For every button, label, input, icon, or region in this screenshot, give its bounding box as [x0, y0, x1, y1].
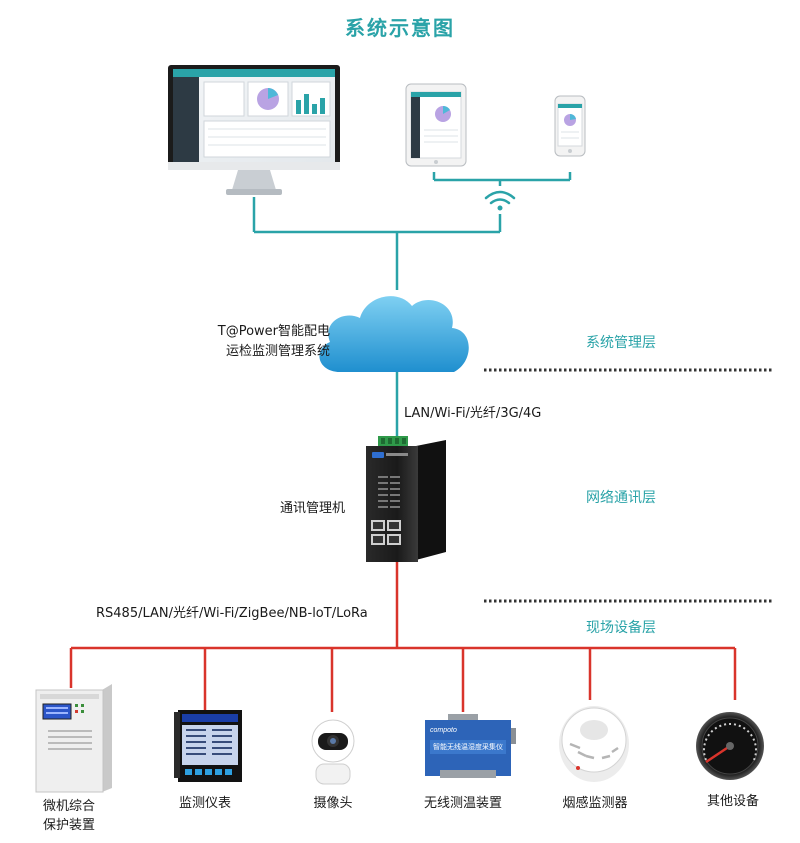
- downlink-protocols-label: RS485/LAN/光纤/Wi-Fi/ZigBee/NB-loT/LoRa: [96, 606, 368, 621]
- device-label: 微机综合: [42, 799, 95, 814]
- phone-icon: [554, 95, 586, 157]
- smoke-detector-icon: [559, 706, 629, 782]
- device-label: 监测仪表: [178, 796, 231, 811]
- wifi-icon: [484, 190, 516, 211]
- meter-icon: [174, 710, 242, 782]
- monitor-icon: [168, 65, 340, 195]
- cloud-label-line1: T@Power智能配电: [217, 324, 330, 339]
- gateway-label: 通讯管理机: [280, 501, 346, 516]
- device-label: 摄像头: [313, 796, 353, 811]
- layer-label-field: 现场设备层: [586, 620, 656, 636]
- wireless-temp-collector-icon: [425, 714, 516, 778]
- layer-label-management: 系统管理层: [586, 335, 656, 351]
- sensor-brand-text: compoto: [430, 727, 457, 734]
- layer-separators: [484, 368, 773, 603]
- device-label: 烟感监测器: [562, 796, 628, 811]
- device-label: 其他设备: [706, 794, 759, 809]
- device-label: 保护装置: [42, 818, 95, 833]
- field-bus-lines: [69, 562, 737, 712]
- layer-label-network: 网络通讯层: [586, 490, 656, 506]
- cloud-icon: [319, 296, 469, 372]
- protection-unit-icon: [35, 684, 112, 793]
- top-connections: [252, 172, 572, 290]
- uplink-protocols-label: LAN/Wi-Fi/光纤/3G/4G: [404, 406, 542, 421]
- gateway-device-icon: [366, 436, 446, 562]
- cloud-label-line2: 运检监测管理系统: [225, 344, 330, 359]
- device-label: 无线测温装置: [423, 796, 502, 811]
- sensor-title-text: 智能无线温湿度采集仪: [433, 742, 503, 751]
- tablet-icon: [405, 83, 467, 167]
- diagram-title: 系统示意图: [345, 16, 455, 40]
- gauge-device-icon: [696, 712, 764, 780]
- camera-icon: [311, 719, 355, 785]
